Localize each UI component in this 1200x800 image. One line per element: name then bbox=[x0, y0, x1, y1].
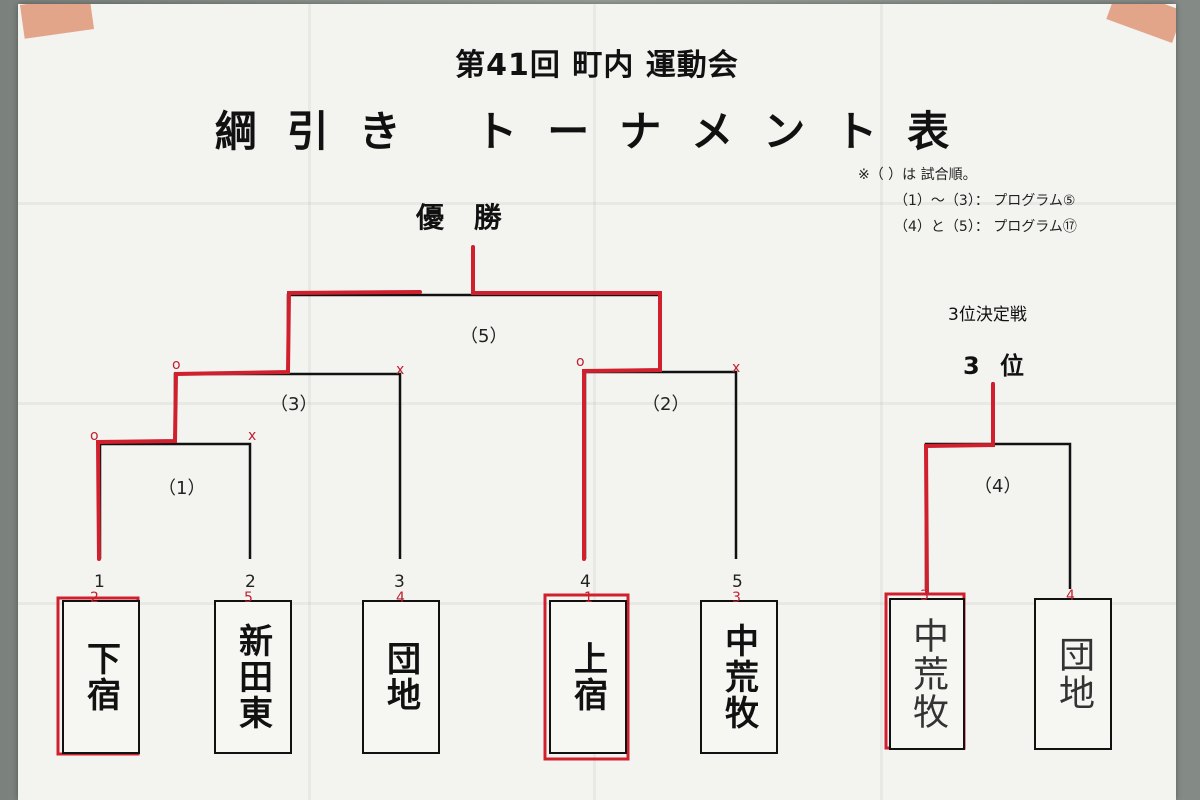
win-mark: o bbox=[90, 428, 99, 444]
team-name-handwritten: 中荒牧 bbox=[907, 617, 948, 731]
win-mark: o bbox=[172, 357, 181, 373]
win-mark: o bbox=[576, 354, 585, 370]
event-title: 第41回 町内 運動会 bbox=[455, 48, 739, 83]
bracket-match-5 bbox=[286, 293, 662, 374]
note-program-5: （1）～（3）： プログラム⑤ bbox=[894, 193, 1076, 209]
seed-number: 4 bbox=[580, 572, 591, 592]
loss-mark: x bbox=[732, 360, 740, 376]
seed-number: 1 bbox=[94, 572, 105, 592]
team-mark: 4 bbox=[396, 590, 405, 606]
paper-fold bbox=[593, 4, 596, 800]
team-box: 上宿 bbox=[549, 600, 627, 754]
winner-box-highlight bbox=[543, 593, 630, 761]
team-name: 中荒牧 bbox=[718, 623, 759, 731]
bracket-match-2 bbox=[583, 370, 738, 559]
note-match-order: ※（ ）は 試合順。 bbox=[858, 167, 977, 183]
winner-path-kamijuku bbox=[471, 245, 662, 561]
note-program-17: （4）と（5）： プログラム⑰ bbox=[894, 219, 1077, 235]
team-name: 下宿 bbox=[80, 641, 121, 713]
team-mark: 1 bbox=[584, 590, 593, 606]
third-place-team-box: 団地 bbox=[1034, 598, 1112, 750]
winner-path-third bbox=[923, 382, 995, 594]
team-mark: 5 bbox=[244, 590, 253, 606]
seed-number: 3 bbox=[394, 572, 405, 592]
winner-path-shimojuku bbox=[95, 290, 422, 561]
main-title: 綱引き トーナメント表 bbox=[214, 107, 980, 156]
bracket-match-1 bbox=[98, 442, 252, 559]
bracket-match-4 bbox=[924, 442, 1072, 589]
match-label-4: （4） bbox=[974, 476, 1022, 497]
team-name: 新田東 bbox=[232, 623, 273, 731]
paper-fold bbox=[308, 4, 311, 800]
match-label-2: （2） bbox=[642, 394, 690, 415]
paper-fold bbox=[880, 4, 883, 800]
tournament-poster: 第41回 町内 運動会 綱引き トーナメント表 ※（ ）は 試合順。 （1）～（… bbox=[18, 4, 1176, 800]
team-name: 団地 bbox=[380, 641, 421, 713]
team-box: 新田東 bbox=[214, 600, 292, 754]
third-place-team-box: 中荒牧 bbox=[889, 598, 965, 750]
paper-fold bbox=[18, 202, 1176, 205]
seed-number: 2 bbox=[245, 572, 256, 592]
paper-fold bbox=[18, 402, 1176, 405]
team-box: 下宿 bbox=[62, 600, 140, 754]
championship-label: 優 勝 bbox=[416, 201, 512, 234]
third-place-label: 3 位 bbox=[963, 352, 1031, 380]
match-label-3: （3） bbox=[270, 394, 318, 415]
match-label-5: （5） bbox=[460, 326, 508, 347]
loss-mark: x bbox=[396, 362, 404, 378]
bracket-match-3 bbox=[173, 372, 402, 559]
loss-mark: x bbox=[248, 428, 256, 444]
team-mark: 3 bbox=[920, 588, 929, 604]
team-mark: 4 bbox=[1066, 588, 1075, 604]
seed-number: 5 bbox=[732, 572, 743, 592]
team-mark: 3 bbox=[732, 590, 741, 606]
team-box: 中荒牧 bbox=[700, 600, 778, 754]
third-place-title: 3位決定戦 bbox=[948, 305, 1027, 325]
team-box: 団地 bbox=[362, 600, 440, 754]
team-mark: 2 bbox=[90, 590, 99, 606]
team-name: 上宿 bbox=[567, 641, 608, 713]
team-name-handwritten: 団地 bbox=[1053, 636, 1094, 712]
match-label-1: （1） bbox=[158, 478, 206, 499]
